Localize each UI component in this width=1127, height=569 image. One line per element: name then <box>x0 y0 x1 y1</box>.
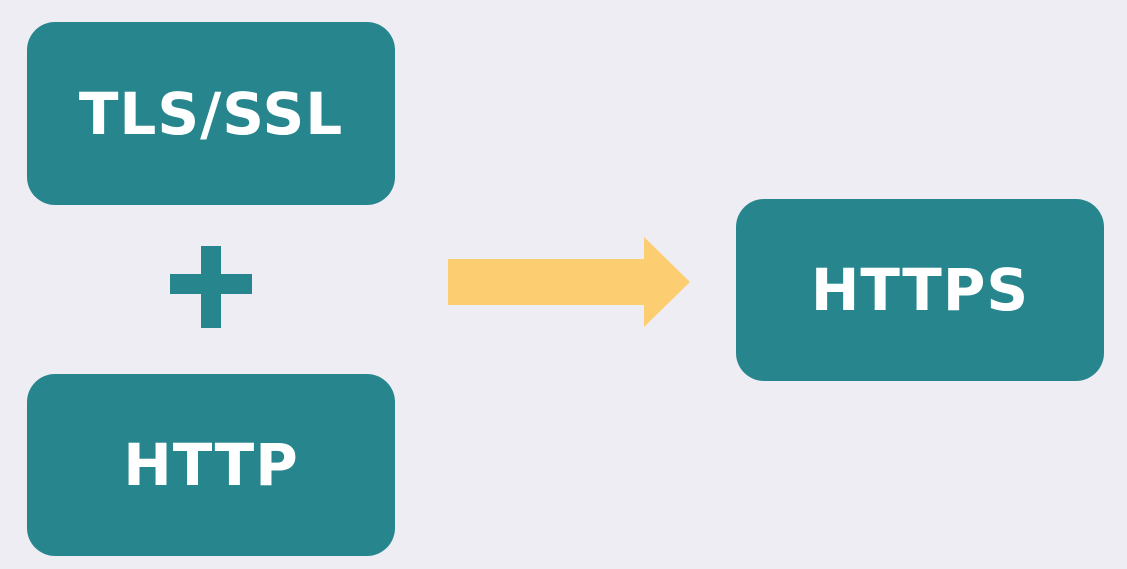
http-box: HTTP <box>27 374 395 556</box>
http-label: HTTP <box>123 431 299 499</box>
arrow-shape <box>448 237 690 327</box>
plus-icon <box>170 246 252 328</box>
https-label: HTTPS <box>810 256 1030 324</box>
plus-vertical-bar <box>201 246 221 328</box>
https-box: HTTPS <box>736 199 1104 381</box>
tls-ssl-box: TLS/SSL <box>27 22 395 205</box>
tls-ssl-label: TLS/SSL <box>78 79 344 148</box>
right-arrow-icon <box>448 237 690 327</box>
